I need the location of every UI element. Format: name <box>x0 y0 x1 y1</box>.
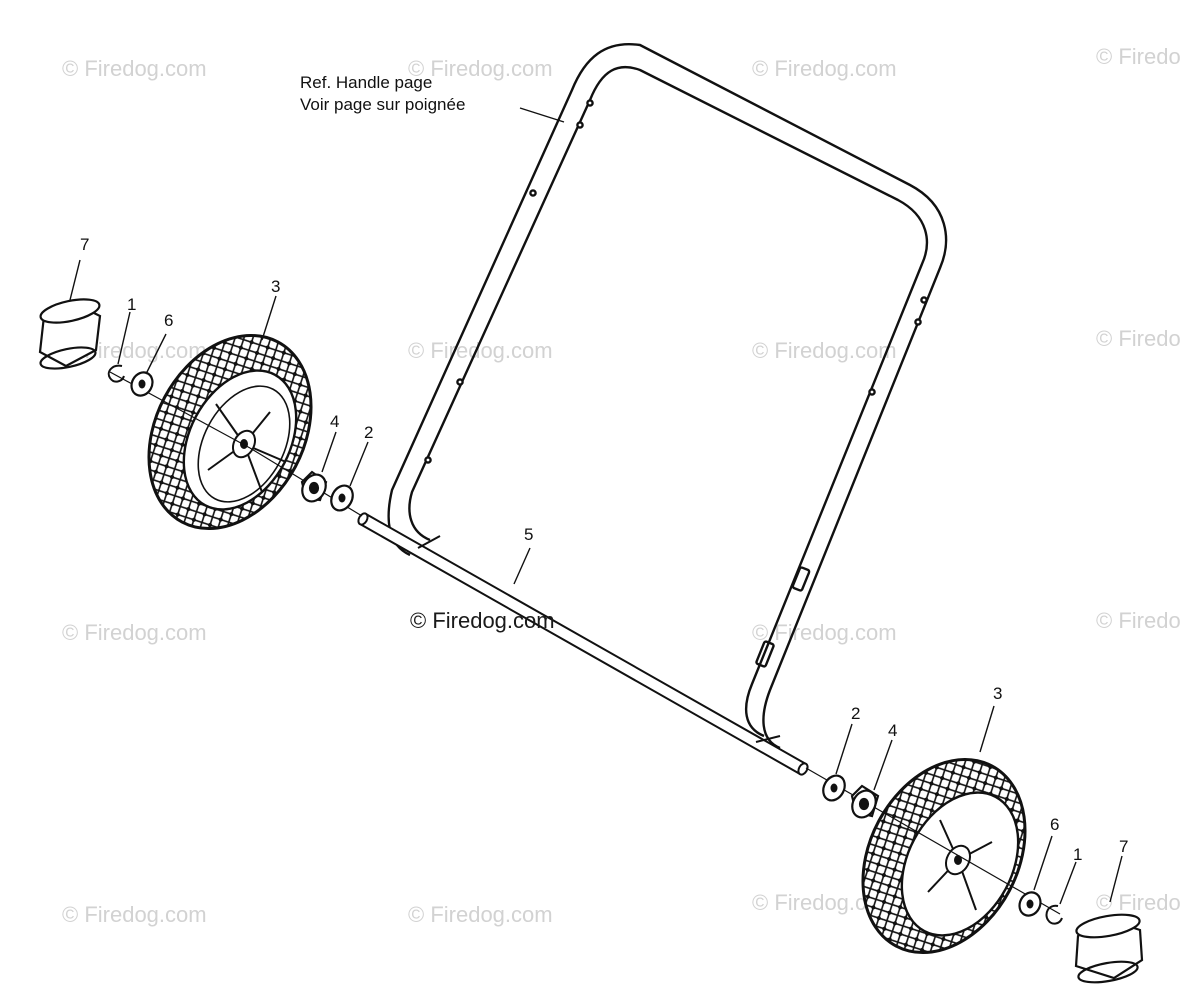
leader-lines <box>69 107 1123 905</box>
left-spacer-4 <box>300 470 328 503</box>
callout-6-right: 6 <box>1050 815 1060 834</box>
watermark: © Firedog.com <box>1096 44 1180 69</box>
callout-4-left: 4 <box>330 412 340 431</box>
right-spacer-4 <box>850 784 880 819</box>
right-hub-cap <box>1074 913 1144 984</box>
axle-rod <box>357 512 809 776</box>
callout-7-right: 7 <box>1119 837 1129 856</box>
right-wheel <box>861 757 1027 955</box>
watermark: © Firedog.com <box>1096 326 1180 351</box>
callout-7-left: 7 <box>80 235 90 254</box>
callout-1-right: 1 <box>1073 845 1083 864</box>
watermark: © Firedog.com <box>1096 608 1180 633</box>
right-washer-2 <box>822 774 846 802</box>
handle-reference-note: Ref. Handle page Voir page sur poignée <box>300 72 465 116</box>
watermark: © Firedog.com <box>752 338 897 363</box>
watermark: © Firedog.com <box>752 56 897 81</box>
right-washer-6 <box>1018 891 1042 917</box>
note-line-2: Voir page sur poignée <box>300 95 466 114</box>
callout-1-left: 1 <box>127 295 137 314</box>
left-wheel <box>147 333 313 531</box>
watermark: © Firedog.com <box>62 56 207 81</box>
watermark: © Firedog.com <box>408 56 553 81</box>
watermark: © Firedog.com <box>408 902 553 927</box>
callout-5-axle: 5 <box>524 525 534 544</box>
watermark: © Firedog.com <box>1096 890 1180 915</box>
right-e-clip <box>1045 904 1063 925</box>
watermark: © Firedog.com <box>62 620 207 645</box>
callout-3-right: 3 <box>993 684 1003 703</box>
center-watermark: © Firedog.com <box>410 608 555 633</box>
left-washer-2 <box>330 484 354 512</box>
callout-2-right: 2 <box>851 704 861 723</box>
handle-frame <box>387 42 948 750</box>
watermark: © Firedog.com <box>62 902 207 927</box>
callout-6-left: 6 <box>164 311 174 330</box>
callout-2-left: 2 <box>364 423 374 442</box>
left-hub-cap <box>38 298 102 370</box>
callout-3-left: 3 <box>271 277 281 296</box>
left-e-clip <box>107 364 125 383</box>
left-washer-6 <box>130 371 154 397</box>
note-line-1: Ref. Handle page <box>300 73 433 92</box>
callout-4-right: 4 <box>888 721 898 740</box>
